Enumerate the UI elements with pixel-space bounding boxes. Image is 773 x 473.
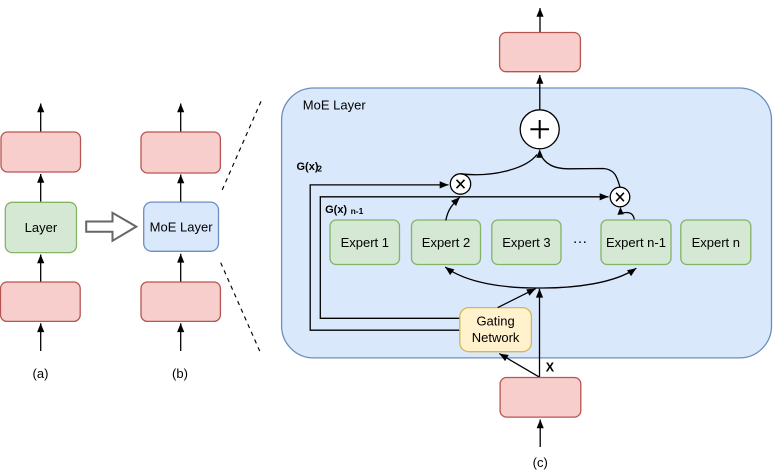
svg-text:Layer: Layer bbox=[25, 220, 58, 235]
svg-text:(c): (c) bbox=[533, 455, 548, 470]
svg-text:Expert 3: Expert 3 bbox=[502, 235, 550, 250]
svg-text:MoE Layer: MoE Layer bbox=[303, 98, 367, 113]
svg-text:···: ··· bbox=[573, 234, 588, 250]
svg-text:G(x): G(x) bbox=[297, 161, 319, 173]
svg-text:Expert n: Expert n bbox=[692, 235, 740, 250]
svg-text:Network: Network bbox=[472, 330, 520, 345]
svg-text:Expert 1: Expert 1 bbox=[341, 235, 389, 250]
svg-text:(a): (a) bbox=[33, 366, 49, 381]
svg-text:Gating: Gating bbox=[476, 314, 514, 329]
svg-text:(b): (b) bbox=[172, 366, 188, 381]
svg-text:n-1: n-1 bbox=[351, 206, 364, 216]
svg-text:Expert n-1: Expert n-1 bbox=[606, 235, 666, 250]
svg-text:MoE Layer: MoE Layer bbox=[150, 219, 214, 234]
svg-text:Expert 2: Expert 2 bbox=[422, 235, 470, 250]
svg-text:G(x): G(x) bbox=[325, 204, 347, 216]
svg-text:2: 2 bbox=[317, 164, 322, 174]
svg-text:X: X bbox=[546, 361, 555, 375]
